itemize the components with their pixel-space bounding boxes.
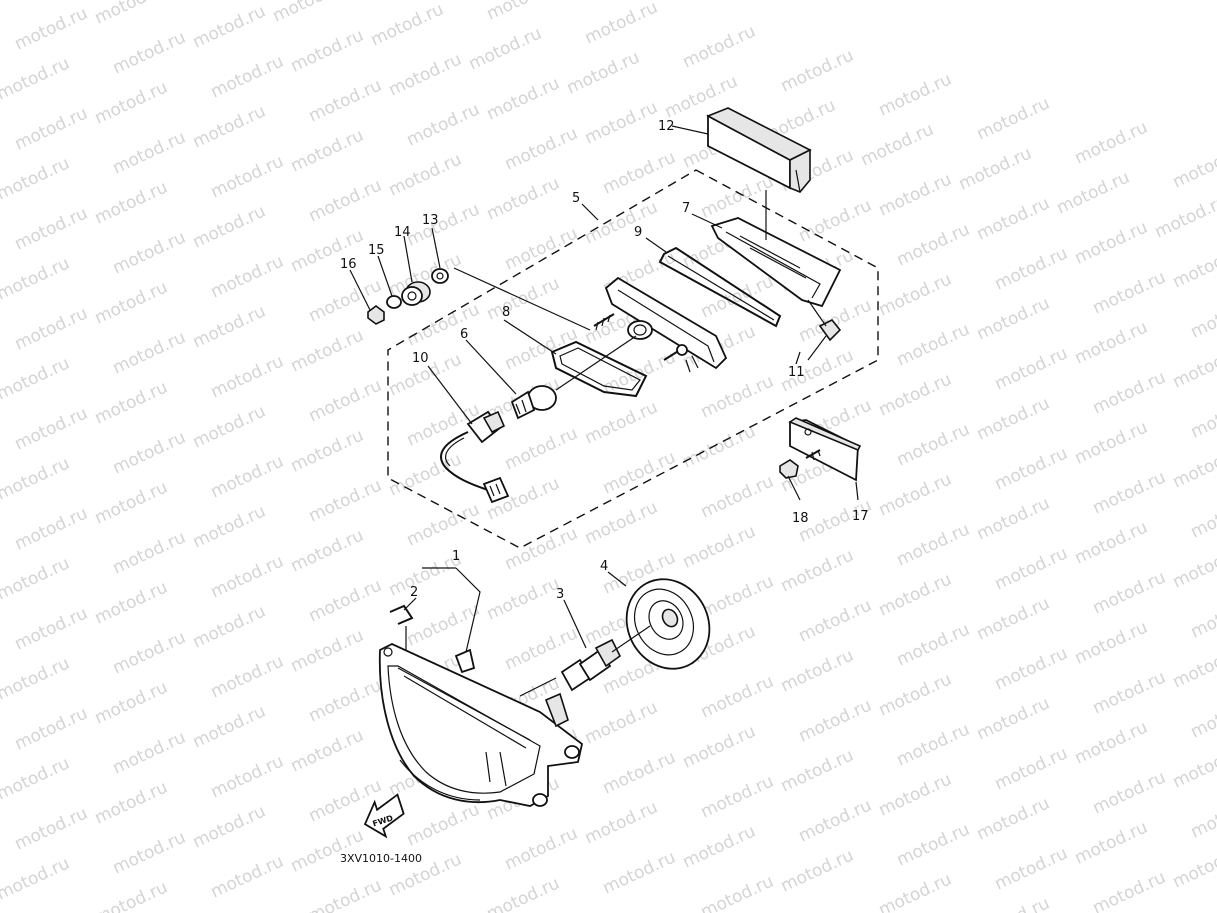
part-1-headlight [378, 643, 584, 807]
callout-16: 16 [340, 257, 357, 272]
callout-14: 14 [394, 225, 411, 240]
parts-13-16-fasteners [367, 267, 591, 331]
part-9-gasket [658, 246, 782, 328]
part-8-gasket [550, 340, 648, 398]
callout-4: 4 [600, 559, 608, 574]
part-10-socket-harness [440, 410, 510, 504]
part-4-cover [625, 578, 711, 670]
part-6-bulb [510, 335, 637, 420]
callout-17: 17 [852, 509, 869, 524]
diagram-code: 3XV1010-1400 [340, 852, 422, 865]
callout-13: 13 [422, 213, 439, 228]
callout-5: 5 [572, 191, 580, 206]
callout-9: 9 [634, 225, 642, 240]
callout-6: 6 [460, 327, 468, 342]
callout-18: 18 [792, 511, 809, 526]
fwd-arrow-icon: FWD [363, 793, 405, 839]
callout-15: 15 [368, 243, 385, 258]
callout-3: 3 [556, 587, 564, 602]
leader-lines [349, 125, 859, 653]
callout-2: 2 [410, 585, 418, 600]
part-11-clip [807, 299, 842, 361]
assembly-boundary [387, 169, 879, 549]
part-7-lens [710, 190, 842, 308]
callout-12: 12 [658, 119, 675, 134]
callout-1: 1 [452, 549, 460, 564]
callout-10: 10 [412, 351, 429, 366]
callout-11: 11 [788, 365, 805, 380]
callout-7: 7 [682, 201, 690, 216]
part-12-reflector [706, 107, 812, 193]
parts-17-18-plate [779, 417, 862, 482]
tail-housing [593, 276, 728, 373]
part-3-headlight-bulb [519, 625, 651, 697]
callout-8: 8 [502, 305, 510, 320]
